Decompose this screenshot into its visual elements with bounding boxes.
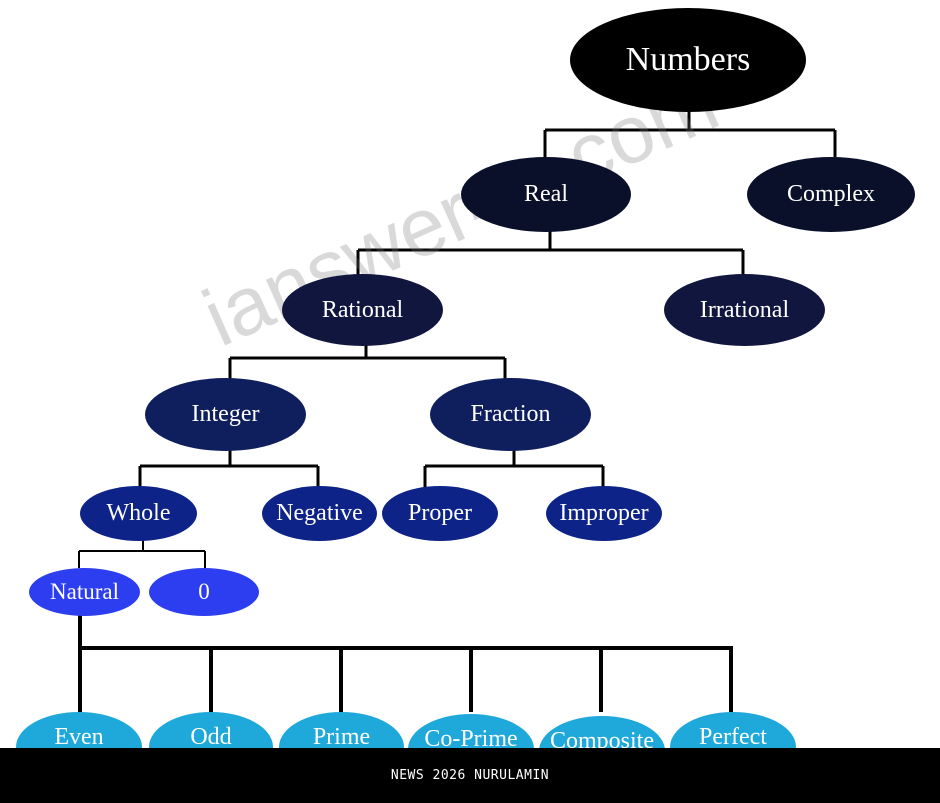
node-improper: Improper [546,486,662,541]
node-complex: Complex [747,157,915,232]
node-integer: Integer [145,378,306,451]
number-classification-diagram: ianswer4u.com Numbers Real Complex Ratio… [16,8,915,748]
node-prime-label: Prime [312,724,371,748]
node-integer-label: Integer [191,401,260,427]
node-proper: Proper [382,486,498,541]
node-odd-label: Odd [190,724,232,748]
node-real-label: Real [524,181,568,207]
node-numbers-label: Numbers [625,41,751,78]
node-fraction-label: Fraction [470,401,551,427]
node-proper-label: Proper [408,500,472,526]
node-improper-label: Improper [559,500,649,526]
node-perfect-label: Perfect [699,724,767,748]
connector-lines [78,110,837,712]
node-fraction: Fraction [430,378,591,451]
node-negative: Negative [262,486,377,541]
node-rational-label: Rational [321,296,404,323]
node-zero-label: 0 [198,579,210,604]
node-whole-label: Whole [106,500,171,526]
node-negative-label: Negative [276,500,363,526]
footer-text: NEWS 2026 NURULAMIN [390,768,550,783]
node-co-prime-label: Co-Prime [424,726,518,748]
node-composite-label: Composite [549,728,654,748]
node-real: Real [461,157,631,232]
footer-bar: NEWS 2026 NURULAMIN [0,748,940,803]
node-numbers: Numbers [570,8,806,112]
node-irrational: Irrational [664,274,825,346]
node-natural: Natural [29,568,140,616]
node-rational: Rational [282,274,443,346]
node-irrational-label: Irrational [699,296,790,323]
node-natural-label: Natural [50,579,119,604]
node-even-label: Even [54,724,104,748]
node-zero: 0 [149,568,259,616]
node-complex-label: Complex [787,181,875,207]
node-whole: Whole [80,486,197,541]
